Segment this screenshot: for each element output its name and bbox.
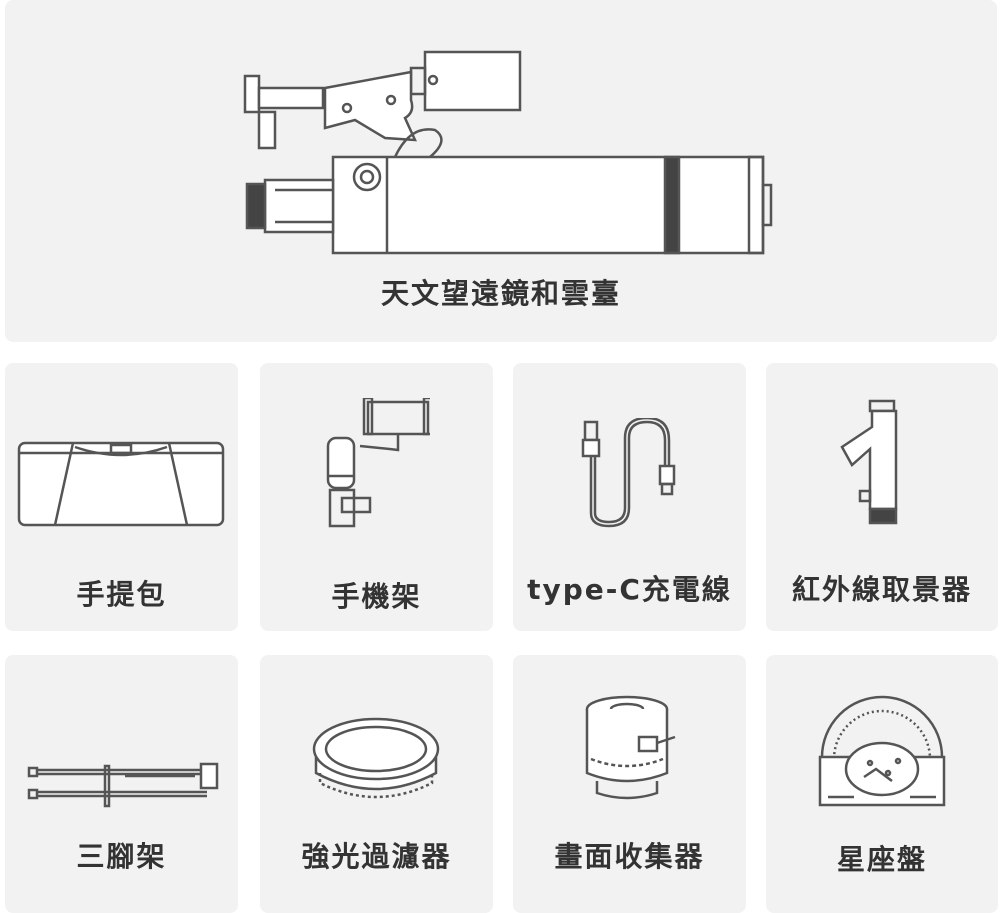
accessory-label: 三腳架 — [76, 840, 167, 873]
usb-c-cable-icon — [581, 418, 681, 533]
carry-bag-icon — [15, 433, 227, 533]
accessory-label: 紅外線取景器 — [791, 573, 972, 606]
solar-filter-icon — [308, 713, 444, 801]
accessory-card-solar-filter: 強光過濾器 — [260, 655, 493, 913]
tripod-icon — [25, 760, 225, 810]
accessory-card-ir-finder: 紅外線取景器 — [766, 363, 998, 631]
accessory-card-phone-holder: 手機架 — [260, 363, 493, 631]
planisphere-icon — [814, 677, 950, 809]
phone-holder-icon — [320, 398, 430, 533]
accessory-label: 手機架 — [331, 580, 422, 613]
accessory-card-tripod: 三腳架 — [5, 655, 238, 913]
accessory-label: 手提包 — [76, 578, 167, 611]
accessory-label: 星座盤 — [836, 843, 927, 876]
accessory-card-image-collector: 畫面收集器 — [513, 655, 746, 913]
telescope-card: 天文望遠鏡和雲臺 — [5, 0, 997, 342]
accessory-card-usb-c-cable: type-C充電線 — [513, 363, 746, 631]
telescope-icon — [235, 40, 785, 265]
accessory-card-planisphere: 星座盤 — [766, 655, 998, 913]
accessory-card-carry-bag: 手提包 — [5, 363, 238, 631]
accessory-label: 強光過濾器 — [301, 840, 452, 873]
accessory-label: type-C充電線 — [527, 573, 732, 606]
accessory-label: 畫面收集器 — [554, 840, 705, 873]
ir-finder-icon — [838, 399, 908, 529]
telescope-label: 天文望遠鏡和雲臺 — [380, 277, 621, 310]
image-collector-icon — [581, 685, 681, 810]
